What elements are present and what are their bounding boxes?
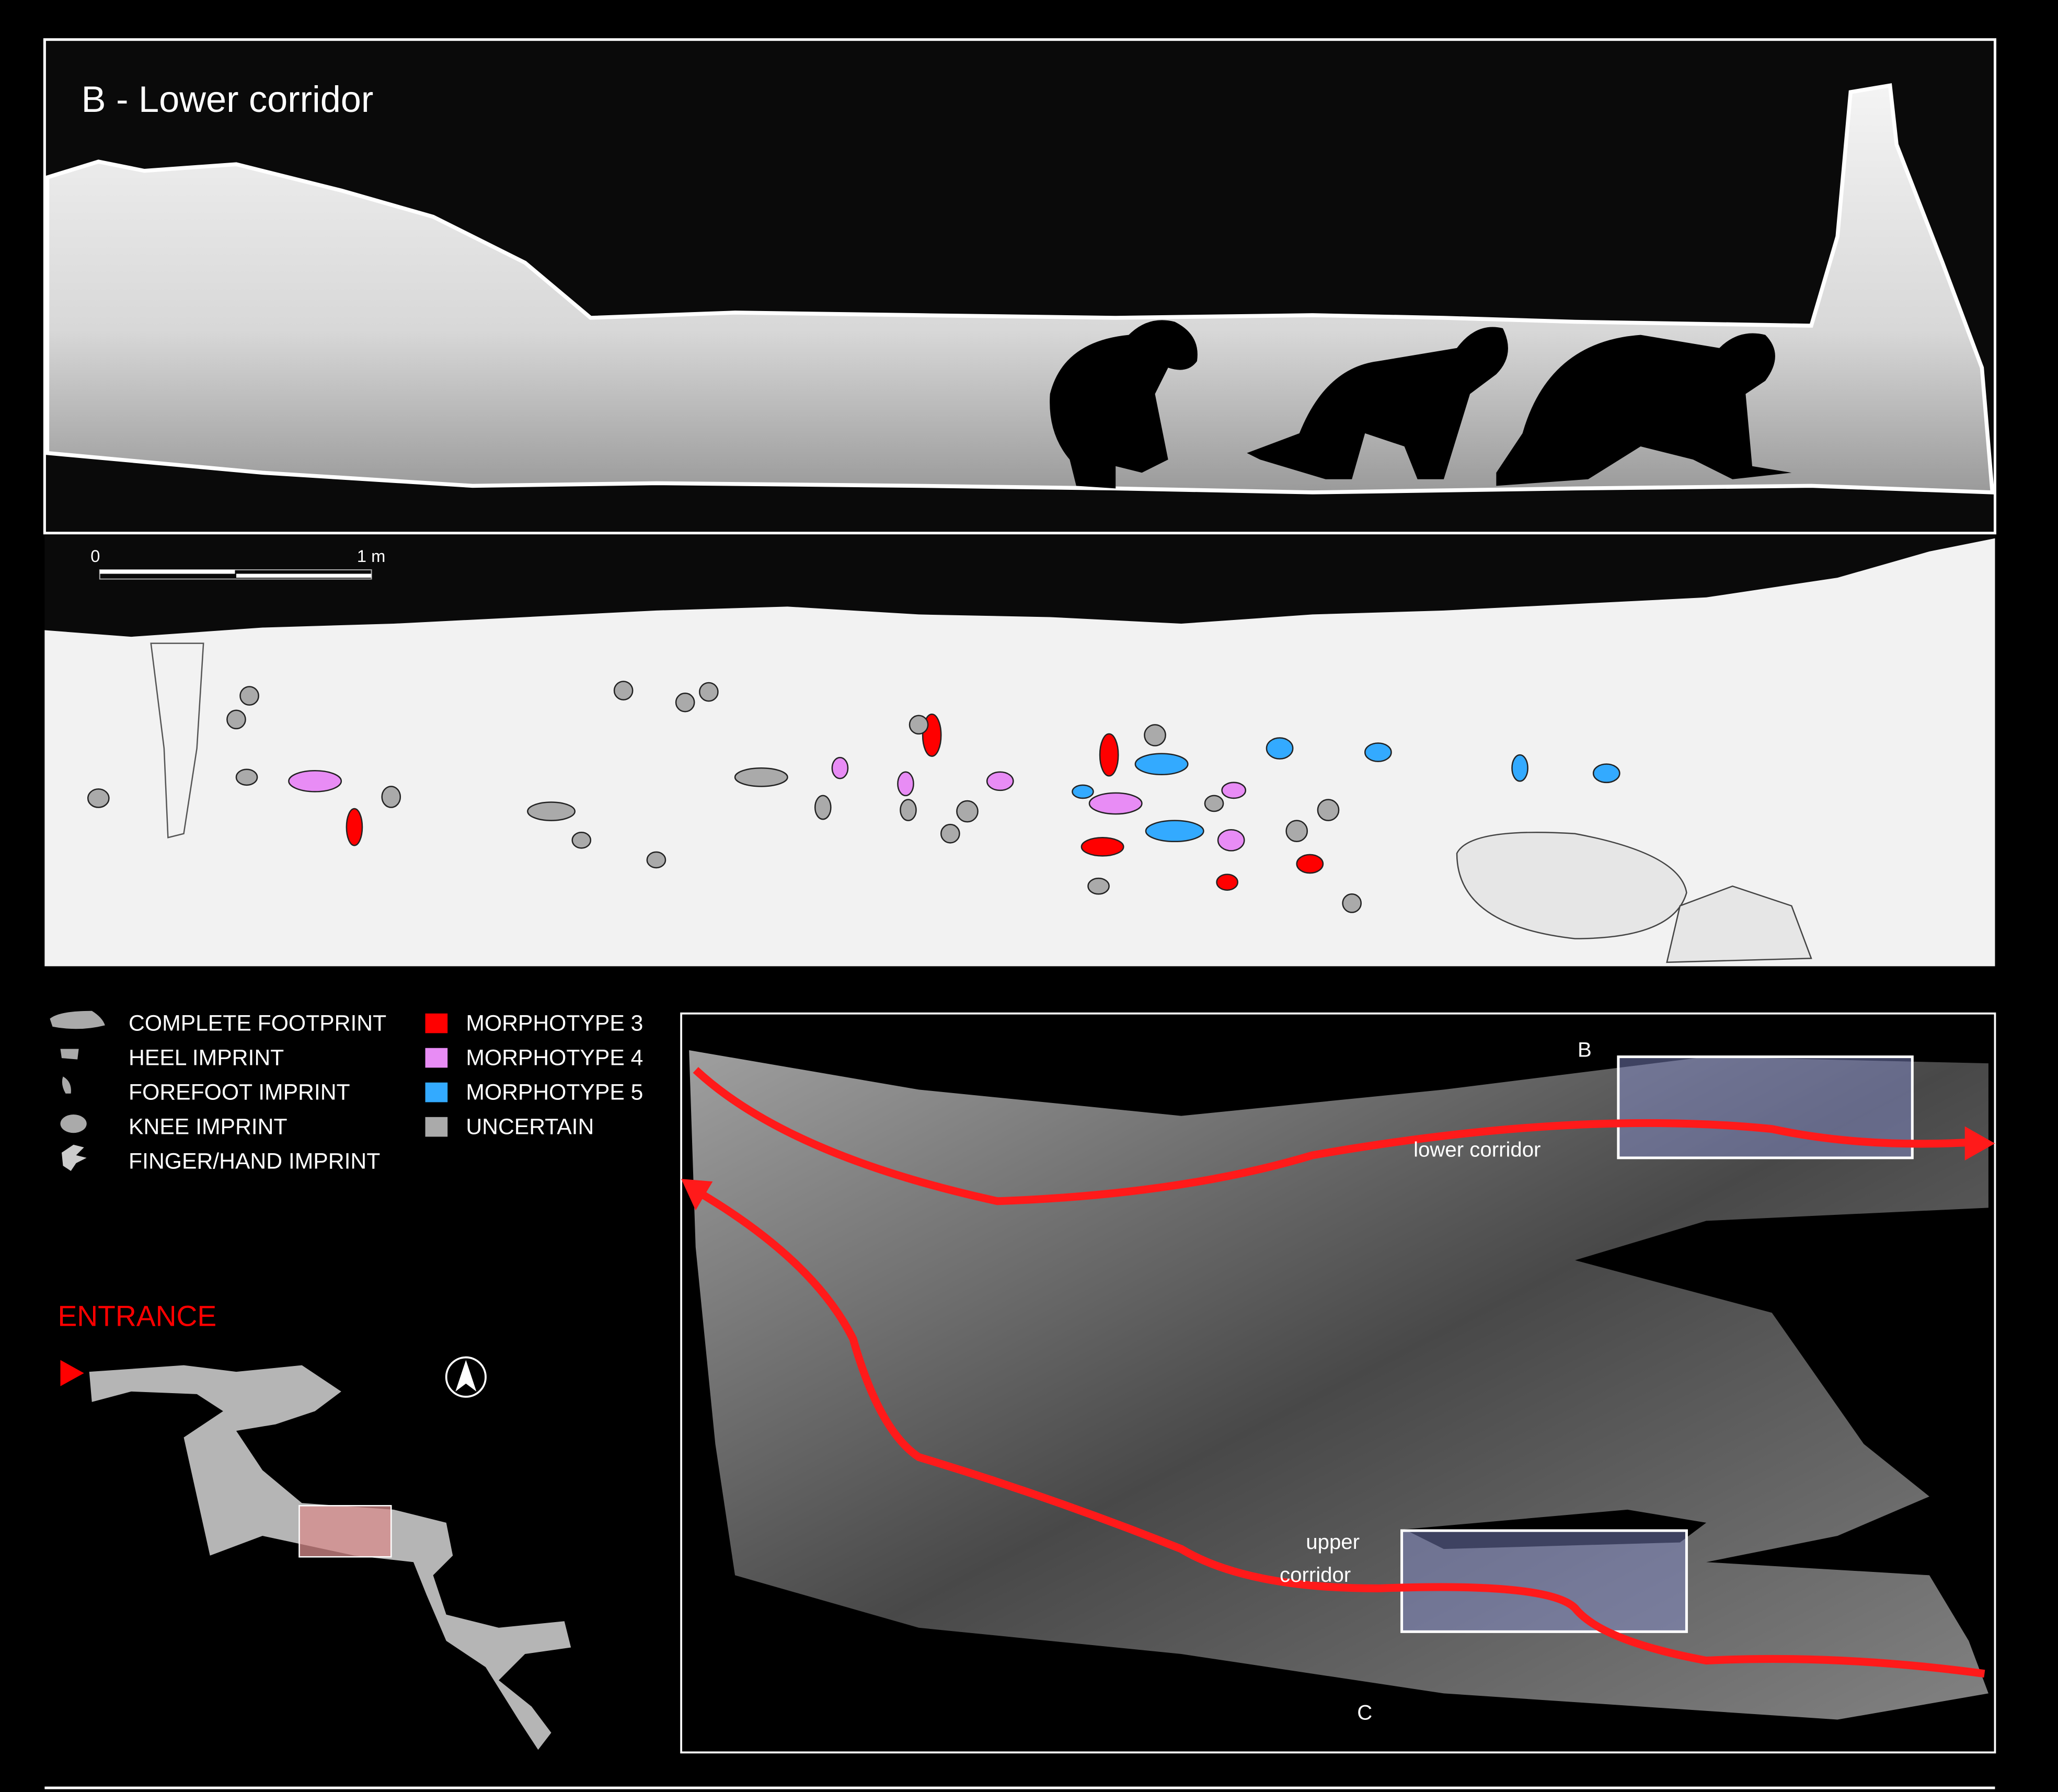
imprint-mark bbox=[613, 681, 634, 700]
imprint-mark bbox=[571, 831, 592, 849]
imprint-mark bbox=[675, 692, 695, 713]
imprint-mark bbox=[527, 801, 576, 821]
imprint-mark bbox=[1221, 782, 1247, 799]
corridor-wall-elevation bbox=[45, 83, 1995, 495]
knee-imprint-icon bbox=[60, 1115, 87, 1133]
imprint-mark bbox=[239, 686, 259, 706]
scale-end-label: 1 m bbox=[357, 546, 385, 566]
imprint-mark bbox=[940, 823, 960, 844]
legend-label: FINGER/HAND IMPRINT bbox=[129, 1149, 380, 1174]
crawling-figure bbox=[1247, 327, 1508, 479]
lower-corridor-path bbox=[693, 1067, 1976, 1205]
imprint-mark bbox=[87, 788, 110, 808]
imprint-mark bbox=[1217, 829, 1245, 852]
legend-label: COMPLETE FOOTPRINT bbox=[129, 1010, 386, 1036]
rock-outline bbox=[1456, 831, 1687, 939]
legend-swatch bbox=[425, 1117, 448, 1137]
plan-panel: 0 1 m bbox=[44, 535, 1995, 967]
human-silhouettes bbox=[1050, 320, 1792, 489]
crouching-figure bbox=[1050, 320, 1198, 489]
forefoot-imprint-icon bbox=[62, 1076, 71, 1094]
elevation-panel: B - Lower corridor bbox=[43, 38, 1996, 535]
scale-start-label: 0 bbox=[90, 546, 100, 566]
imprint-mark bbox=[734, 767, 788, 787]
box-b-label: B bbox=[1578, 1038, 1592, 1062]
imprint-mark bbox=[1144, 724, 1166, 746]
north-arrow-icon bbox=[445, 1356, 487, 1398]
imprint-mark bbox=[1364, 742, 1392, 762]
imprint-mark bbox=[235, 768, 258, 786]
imprint-mark bbox=[646, 851, 666, 869]
imprint-mark bbox=[814, 795, 832, 820]
imprint-mark bbox=[909, 715, 929, 735]
imprint-mark bbox=[1216, 874, 1238, 891]
imprint-mark bbox=[1204, 795, 1224, 812]
entrance-label: ENTRANCE bbox=[58, 1300, 216, 1332]
legend-label: FOREFOOT IMPRINT bbox=[129, 1079, 350, 1105]
cave-mesh bbox=[689, 1050, 1988, 1720]
imprint-mark bbox=[1080, 837, 1124, 857]
imprint-mark bbox=[226, 709, 246, 730]
upper-corridor-path bbox=[696, 1188, 1985, 1678]
imprint-mark bbox=[1511, 754, 1528, 782]
legend-swatch bbox=[425, 1013, 448, 1033]
imprint-mark bbox=[1342, 893, 1362, 913]
imprint-mark bbox=[1296, 854, 1324, 874]
location-map: ENTRANCE N bbox=[58, 1300, 571, 1750]
legend-label: UNCERTAIN bbox=[466, 1114, 594, 1139]
rock-outline bbox=[1666, 885, 1812, 963]
panel-title: B - Lower corridor bbox=[82, 78, 374, 120]
imprint-mark bbox=[986, 771, 1014, 791]
heel-imprint-icon bbox=[60, 1049, 79, 1060]
imprint-mark bbox=[897, 771, 914, 797]
imprint-mark bbox=[1087, 877, 1110, 895]
imprint-mark bbox=[1088, 792, 1143, 815]
imprint-mark bbox=[1134, 753, 1189, 776]
imprint-mark bbox=[1317, 799, 1340, 821]
lower-corridor-arrowhead bbox=[1964, 1126, 1995, 1161]
imprint-marks bbox=[87, 681, 1620, 913]
imprint-mark bbox=[1266, 737, 1294, 760]
legend-label: MORPHOTYPE 5 bbox=[466, 1079, 643, 1105]
box-c bbox=[1400, 1529, 1688, 1633]
imprint-mark bbox=[831, 756, 849, 779]
box-c-label: C bbox=[1357, 1701, 1372, 1725]
imprint-mark bbox=[288, 769, 342, 792]
kneeling-figure bbox=[1496, 333, 1792, 486]
north-arrow-pointer bbox=[455, 1360, 477, 1392]
imprint-mark bbox=[1285, 820, 1308, 843]
legend: COMPLETE FOOTPRINT HEEL IMPRINT FOREFOOT I… bbox=[50, 1010, 643, 1174]
imprint-mark bbox=[900, 799, 917, 821]
overview-map: B C lower corridor upper corridor bbox=[680, 1012, 1996, 1754]
complete-footprint-icon bbox=[50, 1010, 105, 1029]
stalagmite-outline bbox=[150, 642, 204, 838]
imprint-mark bbox=[1072, 784, 1094, 799]
cave-outline bbox=[89, 1365, 571, 1750]
legend-label: MORPHOTYPE 3 bbox=[466, 1010, 643, 1036]
scale-bar: 0 1 m bbox=[90, 546, 385, 580]
legend-swatch bbox=[425, 1082, 448, 1102]
upper-corridor-arrowhead bbox=[681, 1179, 713, 1211]
imprint-mark bbox=[1592, 763, 1620, 784]
lower-corridor-label: lower corridor bbox=[1413, 1138, 1540, 1161]
imprint-mark bbox=[1099, 733, 1119, 777]
legend-label: KNEE IMPRINT bbox=[129, 1114, 287, 1139]
imprint-mark bbox=[346, 808, 363, 846]
legend-label: MORPHOTYPE 4 bbox=[466, 1045, 643, 1070]
study-area-highlight bbox=[298, 1505, 392, 1558]
imprint-mark bbox=[1145, 820, 1204, 843]
legend-label: HEEL IMPRINT bbox=[129, 1045, 284, 1070]
imprint-mark bbox=[381, 786, 401, 808]
upper-corridor-label: corridor bbox=[1280, 1563, 1351, 1587]
imprint-mark bbox=[956, 800, 979, 823]
upper-corridor-label: upper bbox=[1306, 1530, 1360, 1554]
entrance-arrow-icon bbox=[60, 1360, 84, 1386]
hand-imprint-icon bbox=[62, 1144, 87, 1171]
north-label: N bbox=[462, 1386, 470, 1398]
legend-swatch bbox=[425, 1048, 448, 1068]
imprint-mark bbox=[699, 682, 719, 702]
